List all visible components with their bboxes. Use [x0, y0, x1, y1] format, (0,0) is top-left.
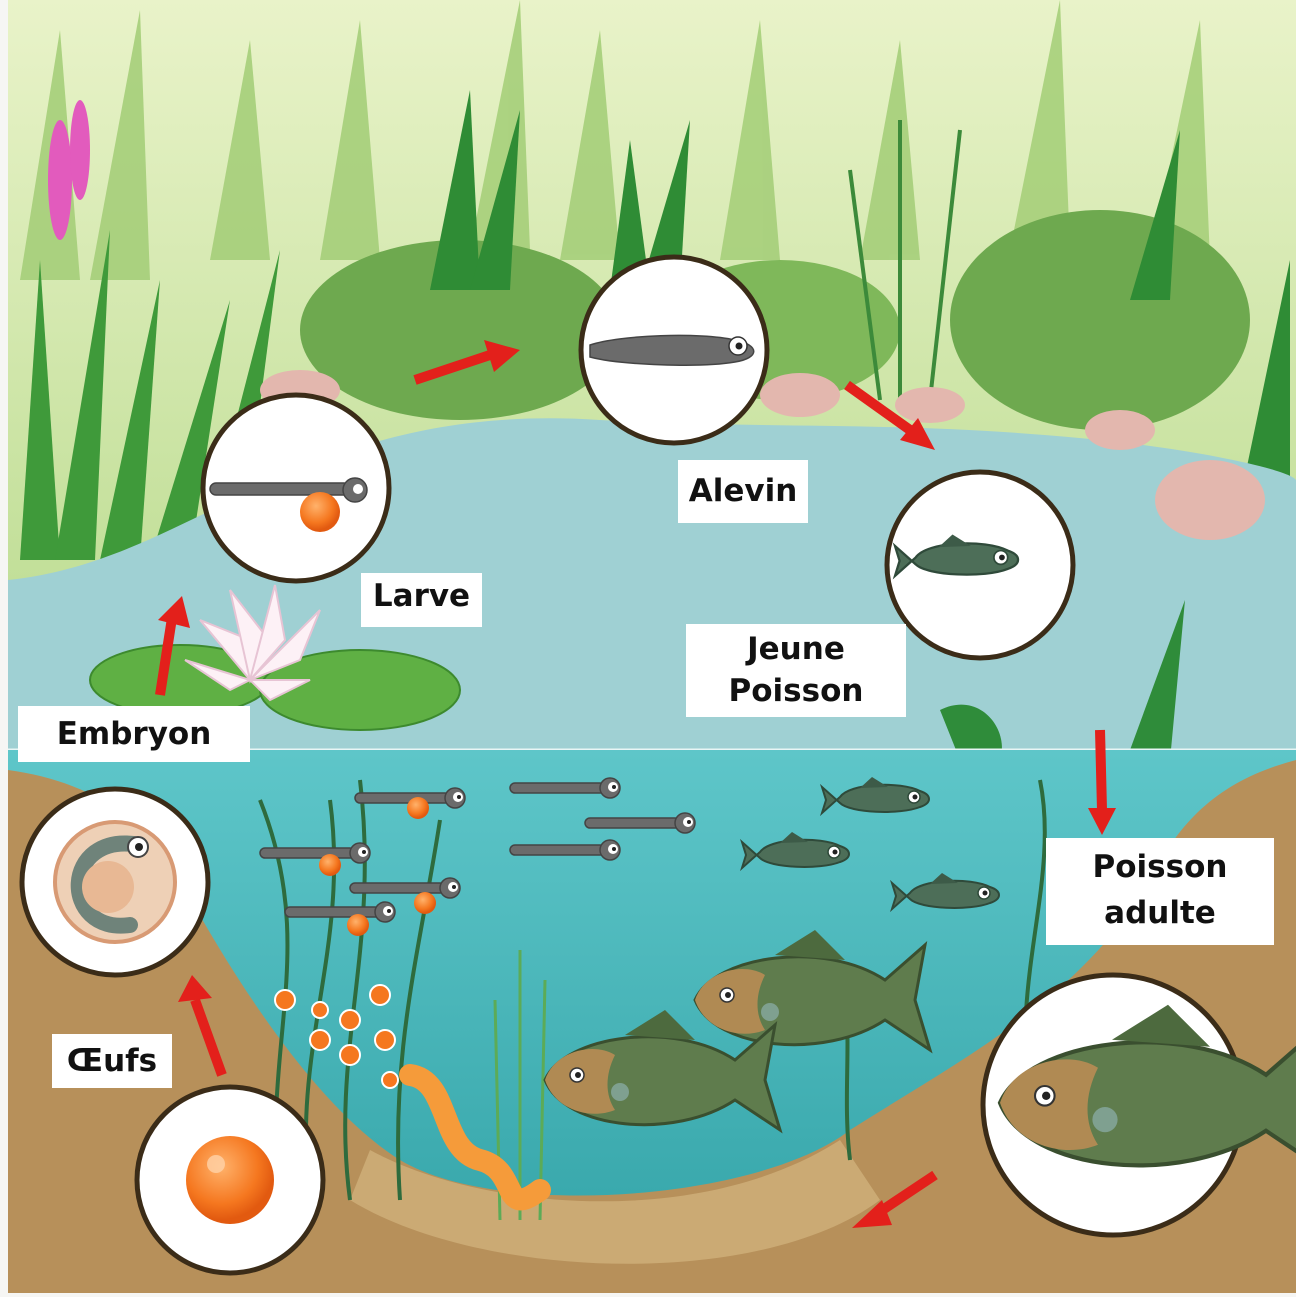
stage-circle-larve [203, 395, 389, 581]
stage-circle-oeufs [137, 1087, 323, 1273]
label-jeune-line1: Jeune [686, 626, 906, 672]
label-larve: Larve [361, 573, 482, 627]
label-alevin: Alevin [678, 460, 808, 523]
label-poisson-adulte: Poisson adulte [1046, 838, 1274, 945]
label-oeufs: Œufs [52, 1034, 172, 1088]
label-adulte-line1: Poisson [1046, 844, 1274, 890]
stage-circle-jeune-poisson [887, 472, 1073, 658]
label-oeufs-text: Œufs [52, 1034, 172, 1088]
label-alevin-text: Alevin [678, 460, 808, 523]
stage-circle-alevin [581, 257, 767, 443]
label-embryon-text: Embryon [18, 706, 250, 762]
label-larve-text: Larve [361, 573, 482, 619]
stage-circle-embryon [22, 789, 208, 975]
label-jeune-poisson: Jeune Poisson [686, 624, 906, 717]
label-adulte-line2: adulte [1046, 890, 1274, 936]
label-jeune-line2: Poisson [686, 668, 906, 714]
label-embryon: Embryon [18, 706, 250, 762]
